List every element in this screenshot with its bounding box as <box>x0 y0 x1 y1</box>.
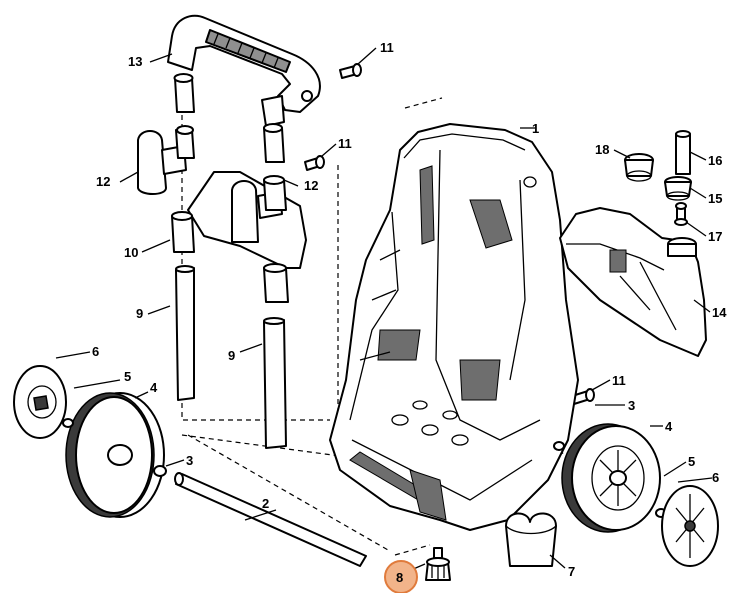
callout-3-left[interactable]: 3 <box>186 453 193 468</box>
callout-14[interactable]: 14 <box>712 305 727 320</box>
callout-9-left[interactable]: 9 <box>136 306 143 321</box>
callout-5-right[interactable]: 5 <box>688 454 695 469</box>
part-bracket <box>171 171 307 303</box>
callout-15[interactable]: 15 <box>708 191 722 206</box>
highlight-marker-part-8[interactable] <box>384 560 418 593</box>
callout-6-left[interactable]: 6 <box>92 344 99 359</box>
callout-1[interactable]: 1 <box>532 121 539 136</box>
leader-lines <box>55 47 713 571</box>
callout-9-right[interactable]: 9 <box>228 348 235 363</box>
part-tank <box>559 207 707 357</box>
part-screws <box>304 63 595 405</box>
callout-4-right[interactable]: 4 <box>665 419 673 434</box>
callout-10[interactable]: 10 <box>124 245 138 260</box>
part-right-wheel <box>553 423 719 567</box>
callout-3-right[interactable]: 3 <box>628 398 635 413</box>
callout-11-right[interactable]: 11 <box>612 373 626 388</box>
callout-16[interactable]: 16 <box>708 153 722 168</box>
callout-7[interactable]: 7 <box>568 564 575 579</box>
callout-17[interactable]: 17 <box>708 229 722 244</box>
part-clips <box>137 123 285 195</box>
callout-labels: 1 2 3 3 4 4 5 5 6 6 7 8 9 9 10 11 11 11 … <box>92 40 727 585</box>
part-left-wheel <box>13 365 167 518</box>
callout-11-middle[interactable]: 11 <box>338 136 352 151</box>
callout-12-left[interactable]: 12 <box>96 174 110 189</box>
part-fittings <box>624 130 692 226</box>
part-handle <box>167 14 321 127</box>
part-holder <box>505 512 557 567</box>
callout-8[interactable]: 8 <box>396 570 403 585</box>
callout-13[interactable]: 13 <box>128 54 142 69</box>
callout-2[interactable]: 2 <box>262 496 269 511</box>
callout-6-right[interactable]: 6 <box>712 470 719 485</box>
part-foot <box>425 547 451 581</box>
callout-11-top[interactable]: 11 <box>380 40 394 55</box>
callout-12-right[interactable]: 12 <box>304 178 318 193</box>
part-tubes <box>175 265 287 449</box>
callout-5-left[interactable]: 5 <box>124 369 131 384</box>
callout-4-left[interactable]: 4 <box>150 380 158 395</box>
part-housing <box>329 123 579 531</box>
part-axle <box>174 472 367 567</box>
callout-18[interactable]: 18 <box>595 142 609 157</box>
